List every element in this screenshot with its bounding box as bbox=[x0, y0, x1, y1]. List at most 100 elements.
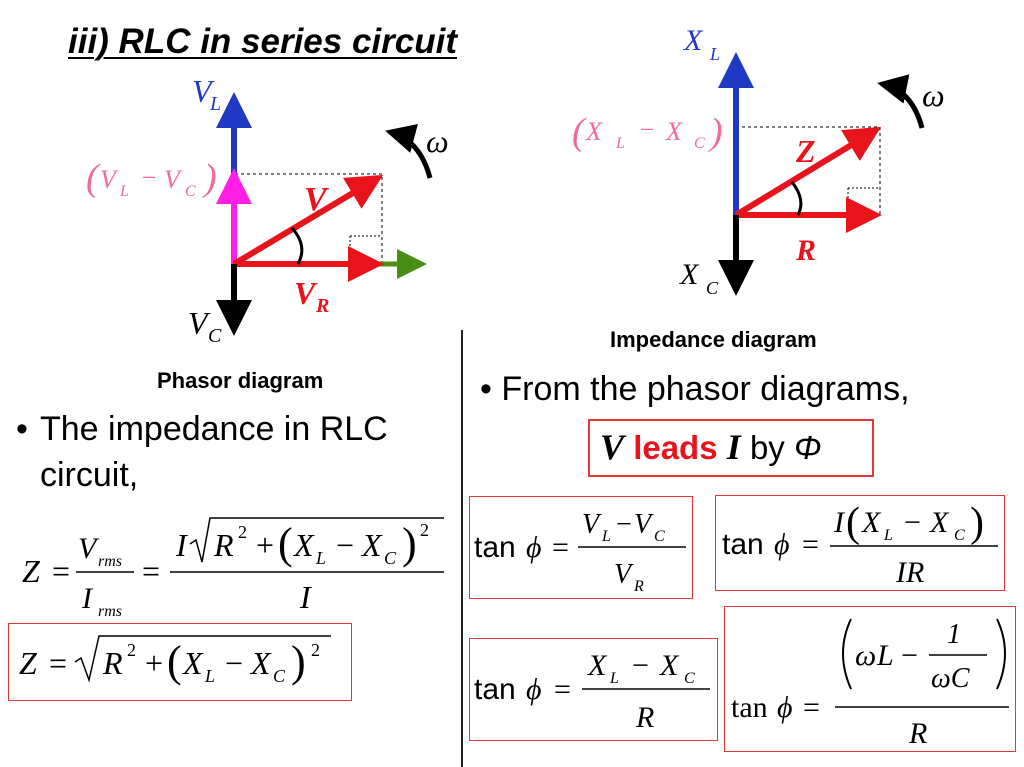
impedance-rotation-arrow bbox=[877, 74, 925, 129]
svg-text:R: R bbox=[908, 717, 927, 749]
svg-text:(: ( bbox=[572, 111, 587, 153]
v-arrow bbox=[232, 174, 384, 267]
r-label: R bbox=[795, 234, 816, 267]
svg-text:(: ( bbox=[86, 157, 101, 199]
svg-text:C: C bbox=[185, 183, 196, 200]
svg-text:ϕ: ϕ bbox=[774, 528, 790, 561]
xl-minus-xc-label: ( X L − X C ) bbox=[572, 111, 723, 153]
impedance-formula-box: Z = R 2 + ( X L − X C ) 2 bbox=[8, 623, 352, 701]
bullet-phasor: • From the phasor diagrams, bbox=[480, 370, 910, 408]
svg-text:V: V bbox=[634, 509, 654, 540]
svg-text:(: ( bbox=[167, 637, 182, 686]
svg-text:I: I bbox=[175, 527, 188, 563]
svg-text:): ) bbox=[202, 157, 217, 199]
svg-text:tan: tan bbox=[731, 691, 768, 724]
rotation-arrow bbox=[385, 123, 433, 179]
svg-text:V: V bbox=[164, 165, 183, 194]
svg-text:−: − bbox=[904, 506, 921, 539]
svg-text:IR: IR bbox=[895, 556, 924, 588]
slide-title: iii) RLC in series circuit bbox=[68, 22, 457, 61]
vc-label: V bbox=[188, 305, 211, 341]
svg-text:L: L bbox=[209, 93, 221, 115]
svg-text:ϕ: ϕ bbox=[526, 531, 542, 564]
phasor-diagram: V L ( V L − V C ) V V R V C ω bbox=[86, 73, 449, 347]
impedance-caption: Impedance diagram bbox=[610, 327, 817, 352]
impedance-angle-arc bbox=[790, 181, 803, 216]
svg-text:): ) bbox=[291, 637, 306, 686]
svg-text:−: − bbox=[632, 649, 649, 682]
leads-by: by bbox=[749, 429, 785, 466]
phasor-right-angle bbox=[349, 235, 382, 264]
svg-text:−: − bbox=[616, 509, 632, 540]
vl-label: V bbox=[192, 73, 215, 109]
impedance-formula-full: Z = V rms I rms = I R 2 + ( X L − X C ) … bbox=[22, 517, 444, 620]
svg-text:−: − bbox=[225, 645, 243, 681]
svg-text:I: I bbox=[81, 582, 94, 615]
svg-text:=: = bbox=[803, 691, 820, 724]
svg-text:V: V bbox=[100, 165, 119, 194]
impedance-formula-boxed: Z = R 2 + ( X L − X C ) 2 bbox=[19, 635, 331, 686]
vl-minus-vc-label: ( V L − V C ) bbox=[86, 157, 217, 200]
impedance-right-angle bbox=[847, 187, 880, 215]
svg-text:R: R bbox=[633, 578, 644, 595]
svg-text:X: X bbox=[249, 645, 272, 681]
leads-phi: Φ bbox=[793, 429, 822, 466]
svg-text:): ) bbox=[970, 500, 984, 546]
svg-text:X: X bbox=[181, 645, 204, 681]
svg-text:(: ( bbox=[846, 500, 860, 546]
svg-text:L: L bbox=[609, 670, 619, 687]
svg-text:L: L bbox=[315, 548, 326, 568]
tan-formula-omega-box: tan ϕ = ω L − 1 ωC R bbox=[724, 606, 1016, 752]
svg-text:C: C bbox=[694, 135, 705, 152]
svg-text:L: L bbox=[883, 527, 893, 544]
svg-text:=: = bbox=[802, 528, 819, 561]
svg-text:R: R bbox=[635, 701, 654, 734]
svg-text:L: L bbox=[204, 666, 215, 686]
svg-text:−: − bbox=[140, 163, 158, 192]
svg-text:C: C bbox=[706, 278, 719, 298]
svg-text:L: L bbox=[119, 183, 129, 200]
svg-text:+: + bbox=[256, 527, 274, 563]
svg-text:V: V bbox=[614, 559, 634, 590]
tan-formula-current-box: tan ϕ = I ( X L − X C ) IR bbox=[715, 495, 1005, 591]
svg-text:X: X bbox=[665, 117, 683, 146]
svg-text:ω: ω bbox=[855, 639, 876, 672]
svg-text:=: = bbox=[142, 553, 160, 589]
svg-text:V: V bbox=[582, 509, 602, 540]
svg-text:C: C bbox=[684, 670, 695, 687]
svg-text:X: X bbox=[360, 527, 383, 563]
svg-text:C: C bbox=[208, 325, 222, 347]
svg-text:2: 2 bbox=[311, 640, 320, 660]
svg-text:Z: Z bbox=[19, 645, 38, 681]
svg-text:Z: Z bbox=[22, 553, 41, 589]
svg-text:ϕ: ϕ bbox=[526, 673, 542, 706]
phase-angle-arc bbox=[290, 227, 304, 265]
bullet-impedance: • The impedance in RLC circuit, bbox=[16, 410, 388, 494]
svg-text:X: X bbox=[585, 117, 603, 146]
svg-text:L: L bbox=[615, 135, 625, 152]
leads-word: leads bbox=[633, 429, 718, 466]
svg-text:tan: tan bbox=[474, 673, 516, 706]
svg-text:R: R bbox=[315, 295, 329, 317]
svg-text:rms: rms bbox=[98, 603, 122, 620]
z-arrow bbox=[734, 126, 882, 218]
svg-text:L: L bbox=[709, 44, 720, 64]
svg-text:C: C bbox=[273, 666, 286, 686]
tan-formula-reactance-box: tan ϕ = X L − X C R bbox=[469, 638, 718, 741]
phasor-dashed-guide bbox=[235, 173, 383, 264]
tan-formula-reactance: tan ϕ = X L − X C R bbox=[474, 649, 710, 734]
z-label: Z bbox=[795, 133, 816, 169]
tan-formula-voltage-box: tan ϕ = V L − V C V R bbox=[469, 496, 693, 599]
tan-formula-current: tan ϕ = I ( X L − X C ) IR bbox=[722, 500, 998, 589]
svg-text:L: L bbox=[601, 528, 611, 545]
svg-text:−: − bbox=[638, 115, 656, 144]
svg-text:=: = bbox=[554, 673, 571, 706]
phasor-caption: Phasor diagram bbox=[157, 368, 324, 393]
svg-text:): ) bbox=[402, 519, 417, 568]
svg-text:X: X bbox=[861, 506, 882, 539]
v-label: V bbox=[304, 181, 329, 218]
omega-label: ω bbox=[426, 123, 449, 159]
svg-text:X: X bbox=[587, 649, 608, 682]
svg-text:): ) bbox=[708, 111, 723, 153]
xl-label: X bbox=[683, 24, 704, 57]
